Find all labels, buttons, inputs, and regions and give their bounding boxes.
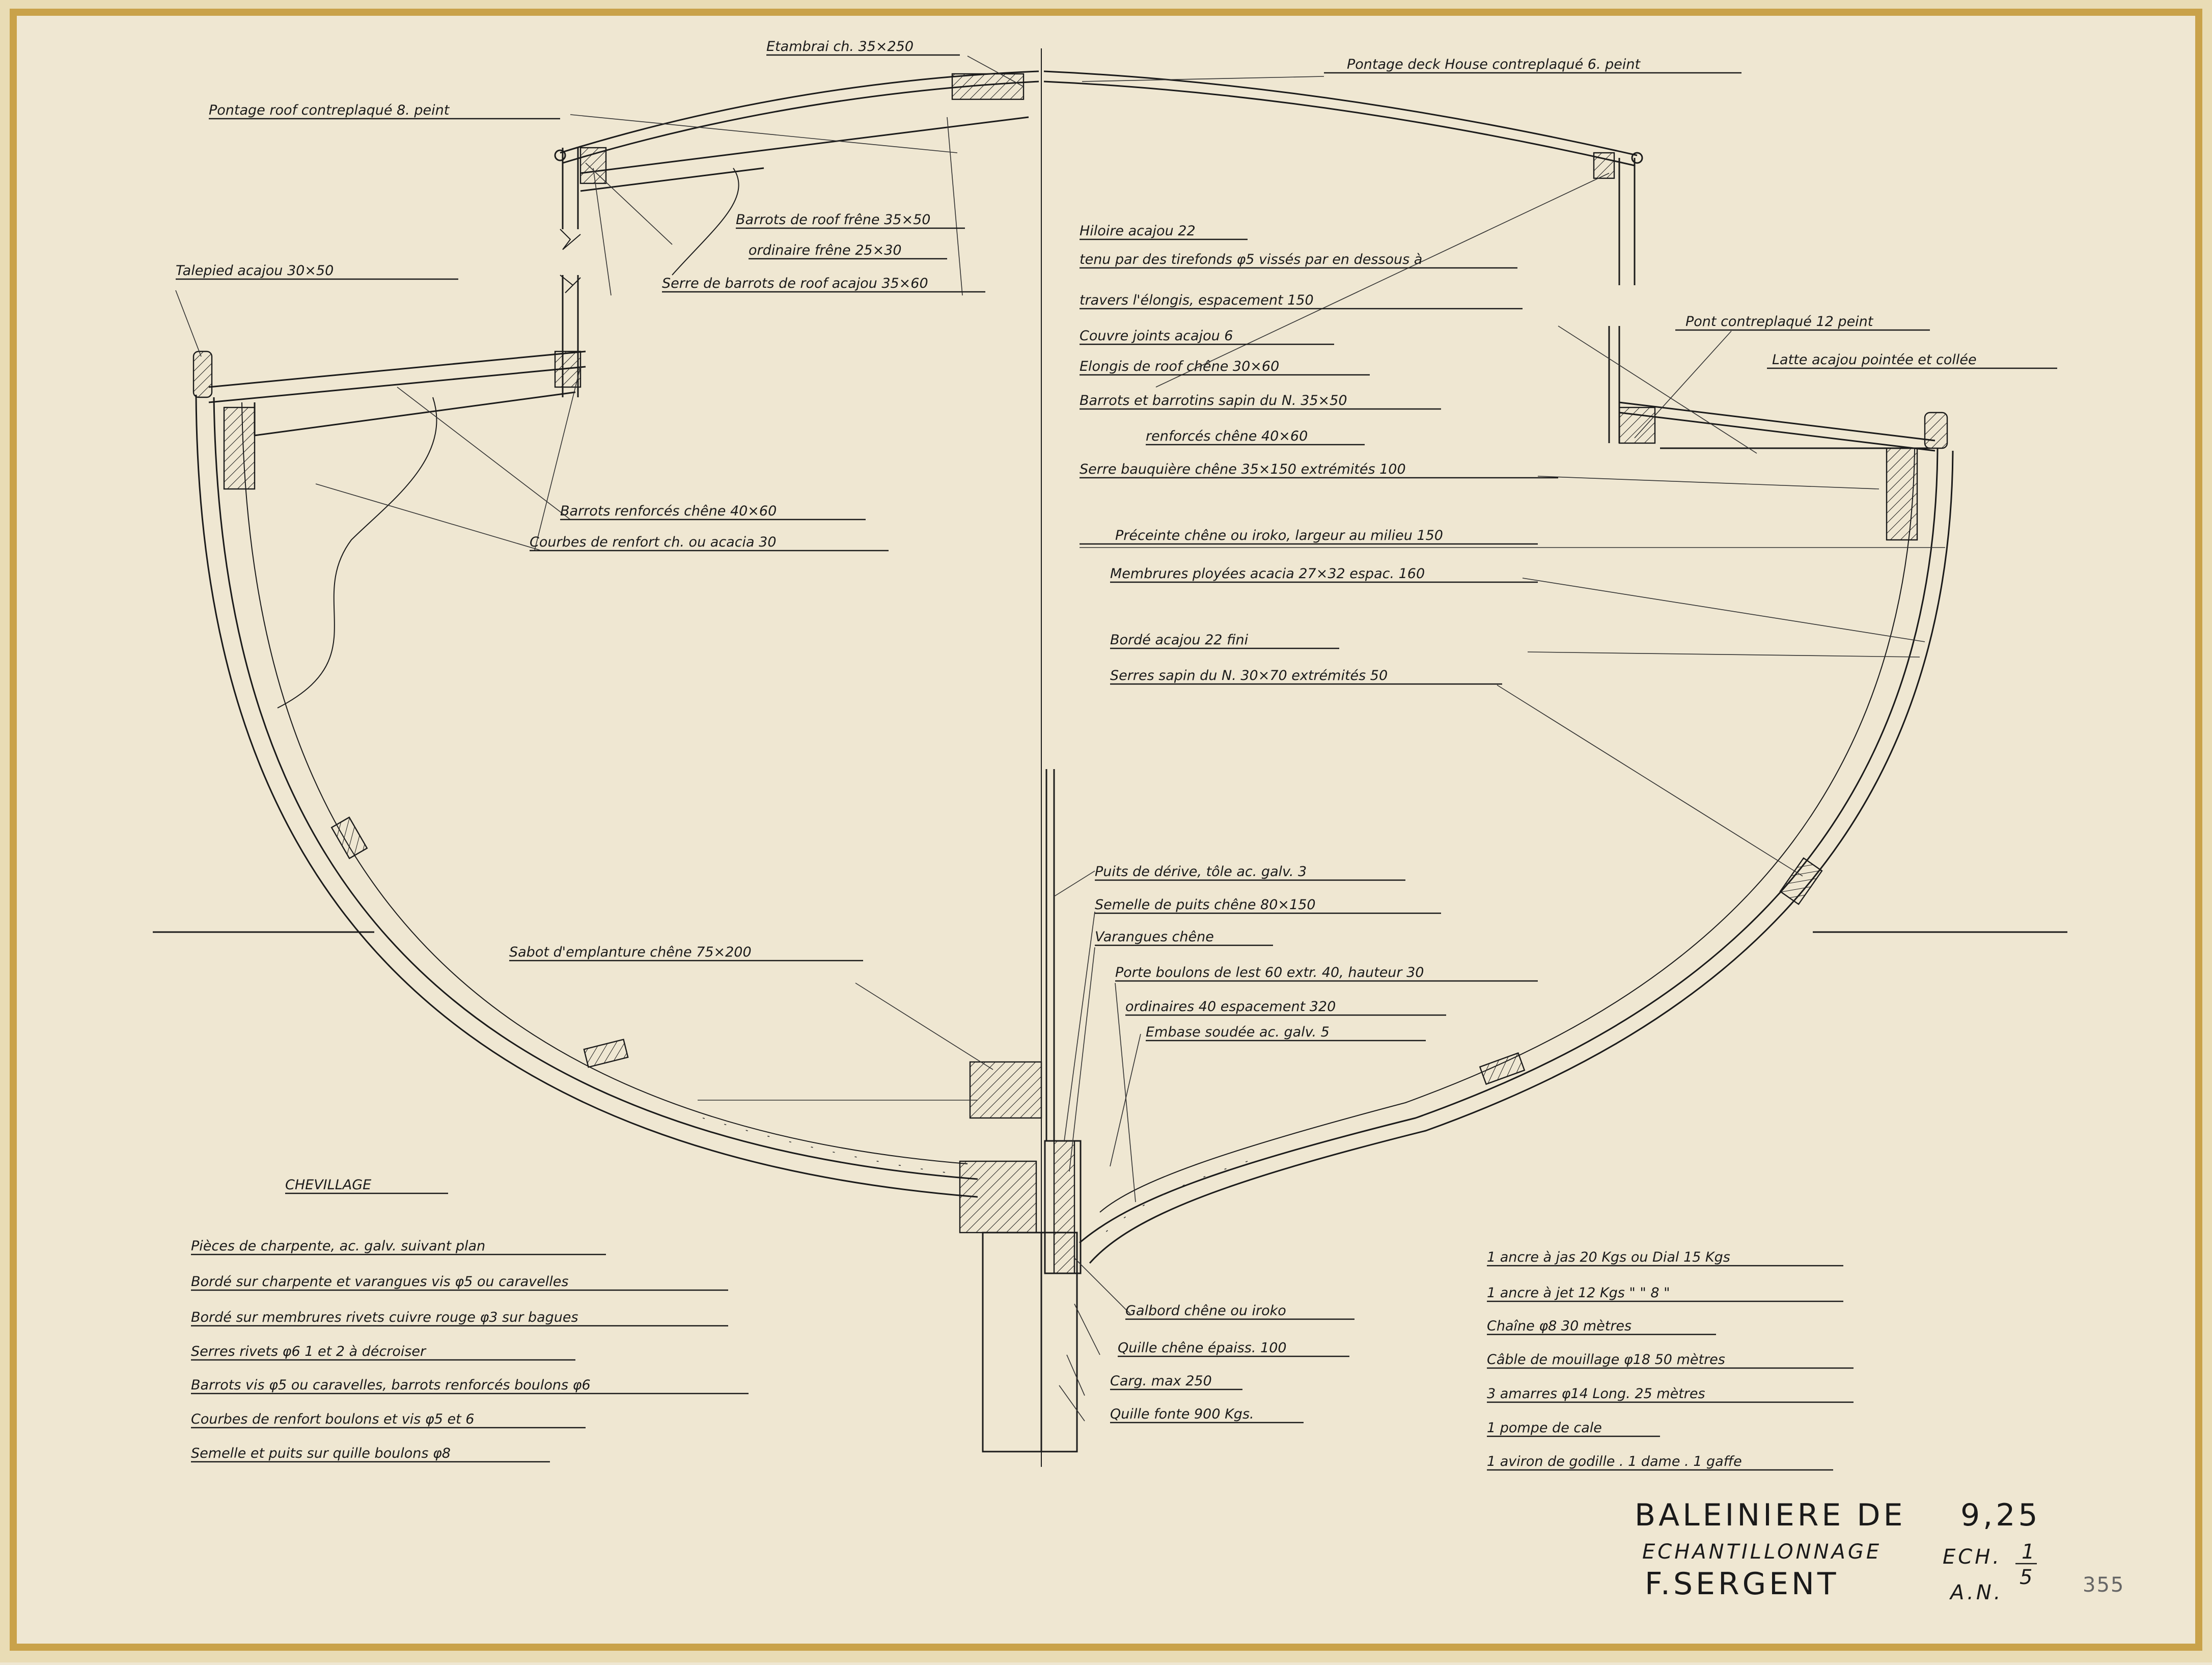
- paper: [10, 9, 2202, 1651]
- chevillage-line: Barrots vis φ5 ou caravelles, barrots re…: [191, 1377, 591, 1393]
- label-carg: Carg. max 250: [1110, 1373, 1212, 1389]
- label-sabot: Sabot d'emplanture chêne 75×200: [509, 944, 752, 960]
- label-puits: Puits de dérive, tôle ac. galv. 3: [1095, 864, 1307, 880]
- hull-section: [195, 394, 1954, 1264]
- label-hiloire: Hiloire acajou 22: [1080, 223, 1196, 239]
- label-barrots-barrotins: Barrots et barrotins sapin du N. 35×50: [1080, 393, 1347, 408]
- chevillage-line: Bordé sur charpente et varangues vis φ5 …: [191, 1274, 568, 1290]
- label-preceinte: Préceinte chêne ou iroko, largeur au mil…: [1115, 528, 1443, 543]
- roof-right: [1043, 70, 1948, 452]
- label-porte-boulons: Porte boulons de lest 60 extr. 40, haute…: [1115, 965, 1424, 980]
- chevillage-line: Bordé sur membrures rivets cuivre rouge …: [191, 1309, 578, 1325]
- annotations-right: Pontage deck House contreplaqué 6. peint…: [1080, 57, 2057, 1424]
- label-pontage-roof: Pontage roof contreplaqué 8. peint: [209, 102, 450, 118]
- equipment-line: 3 amarres φ14 Long. 25 mètres: [1487, 1386, 1705, 1402]
- equipment-line: Câble de mouillage φ18 50 mètres: [1487, 1352, 1725, 1368]
- equipment-line: 1 pompe de cale: [1487, 1420, 1602, 1436]
- label-renforces: renforcés chêne 40×60: [1146, 428, 1308, 444]
- equipment-line: 1 ancre à jas 20 Kgs ou Dial 15 Kgs: [1487, 1249, 1730, 1265]
- label-varangues: Varangues chêne: [1095, 929, 1214, 945]
- side-deck-left: [192, 350, 586, 708]
- label-barrots-renforces: Barrots renforcés chêne 40×60: [560, 503, 777, 519]
- label-membrures: Membrures ployées acacia 27×32 espac. 16…: [1110, 566, 1425, 582]
- label-quille-fonte: Quille fonte 900 Kgs.: [1110, 1406, 1254, 1422]
- drawing-title: BALEINIERE DE: [1635, 1497, 1906, 1533]
- scale-label: ECH.: [1943, 1545, 2002, 1569]
- chevillage-line: Courbes de renfort boulons et vis φ5 et …: [191, 1411, 474, 1427]
- label-tenu-line1: tenu par des tirefonds φ5 vissés par en …: [1080, 252, 1422, 267]
- label-borde: Bordé acajou 22 fini: [1110, 632, 1249, 648]
- label-serres-sapin: Serres sapin du N. 30×70 extrémités 50: [1110, 668, 1388, 684]
- label-tenu-line2: travers l'élongis, espacement 150: [1080, 292, 1314, 308]
- label-couvre-joints: Couvre joints acajou 6: [1080, 328, 1233, 344]
- label-pontage-deck: Pontage deck House contreplaqué 6. peint: [1347, 57, 1641, 72]
- chevillage-line: Semelle et puits sur quille boulons φ8: [191, 1445, 451, 1461]
- scale-denominator: 5: [2020, 1566, 2035, 1589]
- label-ordinaires: ordinaires 40 espacement 320: [1125, 999, 1336, 1015]
- scale-numerator: 1: [2022, 1540, 2037, 1564]
- roof-left: [554, 70, 1039, 397]
- label-courbes-renfort: Courbes de renfort ch. ou acacia 30: [530, 534, 777, 550]
- label-embase: Embase soudée ac. galv. 5: [1146, 1024, 1330, 1040]
- chevillage-line: Pièces de charpente, ac. galv. suivant p…: [191, 1238, 485, 1254]
- leader-lines: [175, 56, 1945, 1422]
- label-serre-barrots: Serre de barrots de roof acajou 35×60: [662, 276, 928, 291]
- keel-assembly: [959, 769, 1082, 1453]
- drawing-subtitle: ECHANTILLONNAGE: [1642, 1540, 1882, 1564]
- label-pont-contreplaque: Pont contreplaqué 12 peint: [1685, 314, 1874, 330]
- label-barrots-roof: Barrots de roof frêne 35×50: [736, 212, 930, 228]
- equipment-line: 1 ancre à jet 12 Kgs " " 8 ": [1487, 1285, 1670, 1301]
- title-block: BALEINIERE DE 9,25 ECHANTILLONNAGE ECH. …: [1635, 1497, 2124, 1604]
- label-elongis: Elongis de roof chêne 30×60: [1080, 359, 1279, 374]
- author: F.SERGENT: [1645, 1566, 1839, 1602]
- chevillage-notes: CHEVILLAGE Pièces de charpente, ac. galv…: [191, 1177, 749, 1463]
- label-galbord: Galbord chêne ou iroko: [1125, 1303, 1286, 1319]
- label-latte: Latte acajou pointée et collée: [1772, 352, 1977, 368]
- stringers: [223, 406, 1918, 1085]
- label-etambrai: Etambrai ch. 35×250: [766, 39, 914, 54]
- label-quille-chene: Quille chêne épaiss. 100: [1118, 1340, 1287, 1356]
- chevillage-line: Serres rivets φ6 1 et 2 à décroiser: [191, 1344, 427, 1359]
- label-talepied: Talepied acajou 30×50: [176, 263, 334, 279]
- sheet-number: 355: [2083, 1573, 2124, 1597]
- label-semelle: Semelle de puits chêne 80×150: [1095, 897, 1316, 913]
- initials: A.N.: [1949, 1581, 2003, 1604]
- label-ordinaire-frene: ordinaire frêne 25×30: [749, 242, 902, 258]
- equipment-list: 1 ancre à jas 20 Kgs ou Dial 15 Kgs 1 an…: [1487, 1249, 1854, 1471]
- chevillage-heading: CHEVILLAGE: [285, 1177, 371, 1193]
- annotations-left: Etambrai ch. 35×250 Pontage roof contrep…: [176, 39, 985, 962]
- equipment-line: 1 aviron de godille . 1 dame . 1 gaffe: [1487, 1454, 1742, 1469]
- equipment-line: Chaîne φ8 30 mètres: [1487, 1318, 1632, 1334]
- label-serre-bauquiere: Serre bauquière chêne 35×150 extrémités …: [1080, 461, 1406, 477]
- boat-size: 9,25: [1960, 1497, 2041, 1533]
